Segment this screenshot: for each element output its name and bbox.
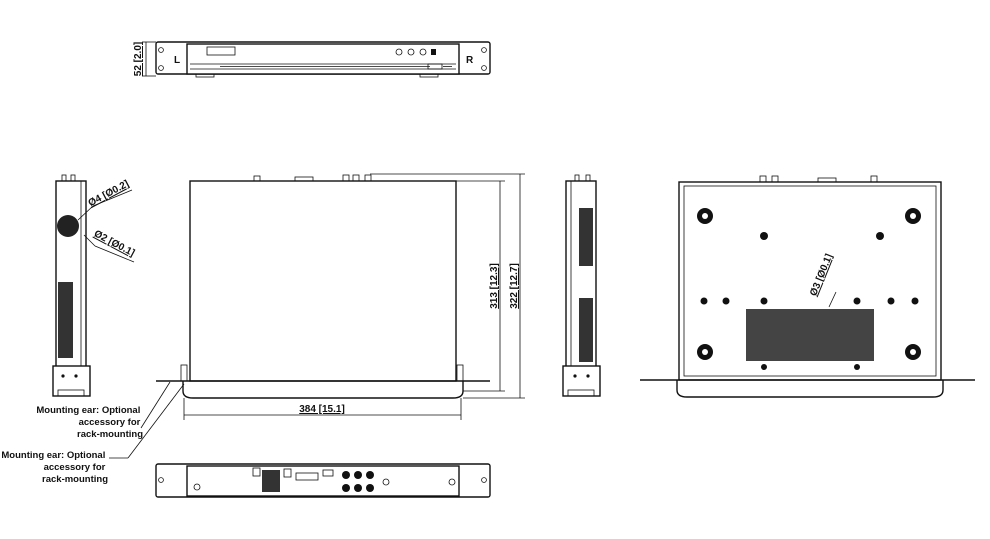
screw-icon <box>760 297 768 305</box>
left-ear-label: L <box>174 55 180 66</box>
screw-icon <box>700 297 708 305</box>
screw-icon <box>911 297 919 305</box>
front-display-window <box>206 46 236 56</box>
hole-small-dimension: Ø2 [Ø0.1] <box>92 228 136 259</box>
audio-port-icon <box>354 484 362 492</box>
screw-icon <box>760 232 768 240</box>
rack-hole-icon <box>481 65 487 71</box>
rack-hole-icon <box>481 47 487 53</box>
front-button-icon <box>419 48 427 56</box>
height-dimension: 52 [2.0] <box>133 42 144 76</box>
width-dimension: 384 [15.1] <box>299 404 345 415</box>
front-button-icon <box>395 48 403 56</box>
bottom-view: Ø3 [Ø0.1] <box>640 175 975 398</box>
screw-icon <box>853 297 861 305</box>
power-port-icon <box>283 468 292 478</box>
left-side-view: Ø4 [Ø0.2] Ø2 [Ø0.1] <box>52 174 136 397</box>
rear-view <box>155 463 491 498</box>
vent-grid-icon <box>579 298 593 362</box>
front-view: L R 52 [2.0] <box>133 41 491 78</box>
ground-screw-icon <box>193 483 201 491</box>
audio-port-icon <box>354 471 362 479</box>
audio-port-icon <box>366 471 374 479</box>
screw-icon <box>876 232 884 240</box>
bottom-vent-grid-icon <box>746 309 874 361</box>
front-panel <box>186 43 460 75</box>
rack-hole-icon <box>158 65 164 71</box>
depth-inner-dimension: 313 [12.3] <box>489 263 500 309</box>
mounting-ear-note-2: Mounting ear: Optional accessory for rac… <box>1 450 108 485</box>
bottom-front-panel <box>676 380 944 398</box>
foot-icon <box>419 73 439 78</box>
front-button-icon <box>407 48 415 56</box>
audio-port-icon <box>342 471 350 479</box>
usb-port-icon <box>252 467 261 477</box>
audio-port-icon <box>366 484 374 492</box>
hole-large-dimension: Ø4 [Ø0.2] <box>87 178 131 209</box>
screw-icon <box>722 297 730 305</box>
plan-view: 384 [15.1] 313 [12.3] 322 [12.7] <box>156 173 525 420</box>
hdmi-port-icon <box>322 469 334 477</box>
screw-icon <box>887 297 895 305</box>
plan-chassis <box>189 180 457 382</box>
rack-hole-icon <box>481 477 487 483</box>
right-ear-label: R <box>466 55 474 66</box>
front-led-icon <box>431 49 436 55</box>
depth-outer-dimension: 322 [12.7] <box>509 263 520 309</box>
network-port-icon <box>262 470 280 492</box>
vent-grid-icon <box>58 282 73 358</box>
rack-hole-icon <box>158 47 164 53</box>
audio-port-icon <box>342 484 350 492</box>
mounting-ear-note-1: Mounting ear: Optional accessory for rac… <box>36 405 143 440</box>
right-mounting-ear <box>562 365 601 397</box>
notes: Mounting ear: Optional accessory for rac… <box>1 381 185 485</box>
plan-front-panel <box>182 381 464 399</box>
vga-port-icon <box>295 472 319 481</box>
foot-icon <box>195 73 215 78</box>
vent-grid-icon <box>579 208 593 266</box>
fan-grille-icon <box>57 215 79 237</box>
left-mounting-ear <box>52 365 91 397</box>
rack-hole-icon <box>158 477 164 483</box>
right-side-view <box>562 174 601 397</box>
